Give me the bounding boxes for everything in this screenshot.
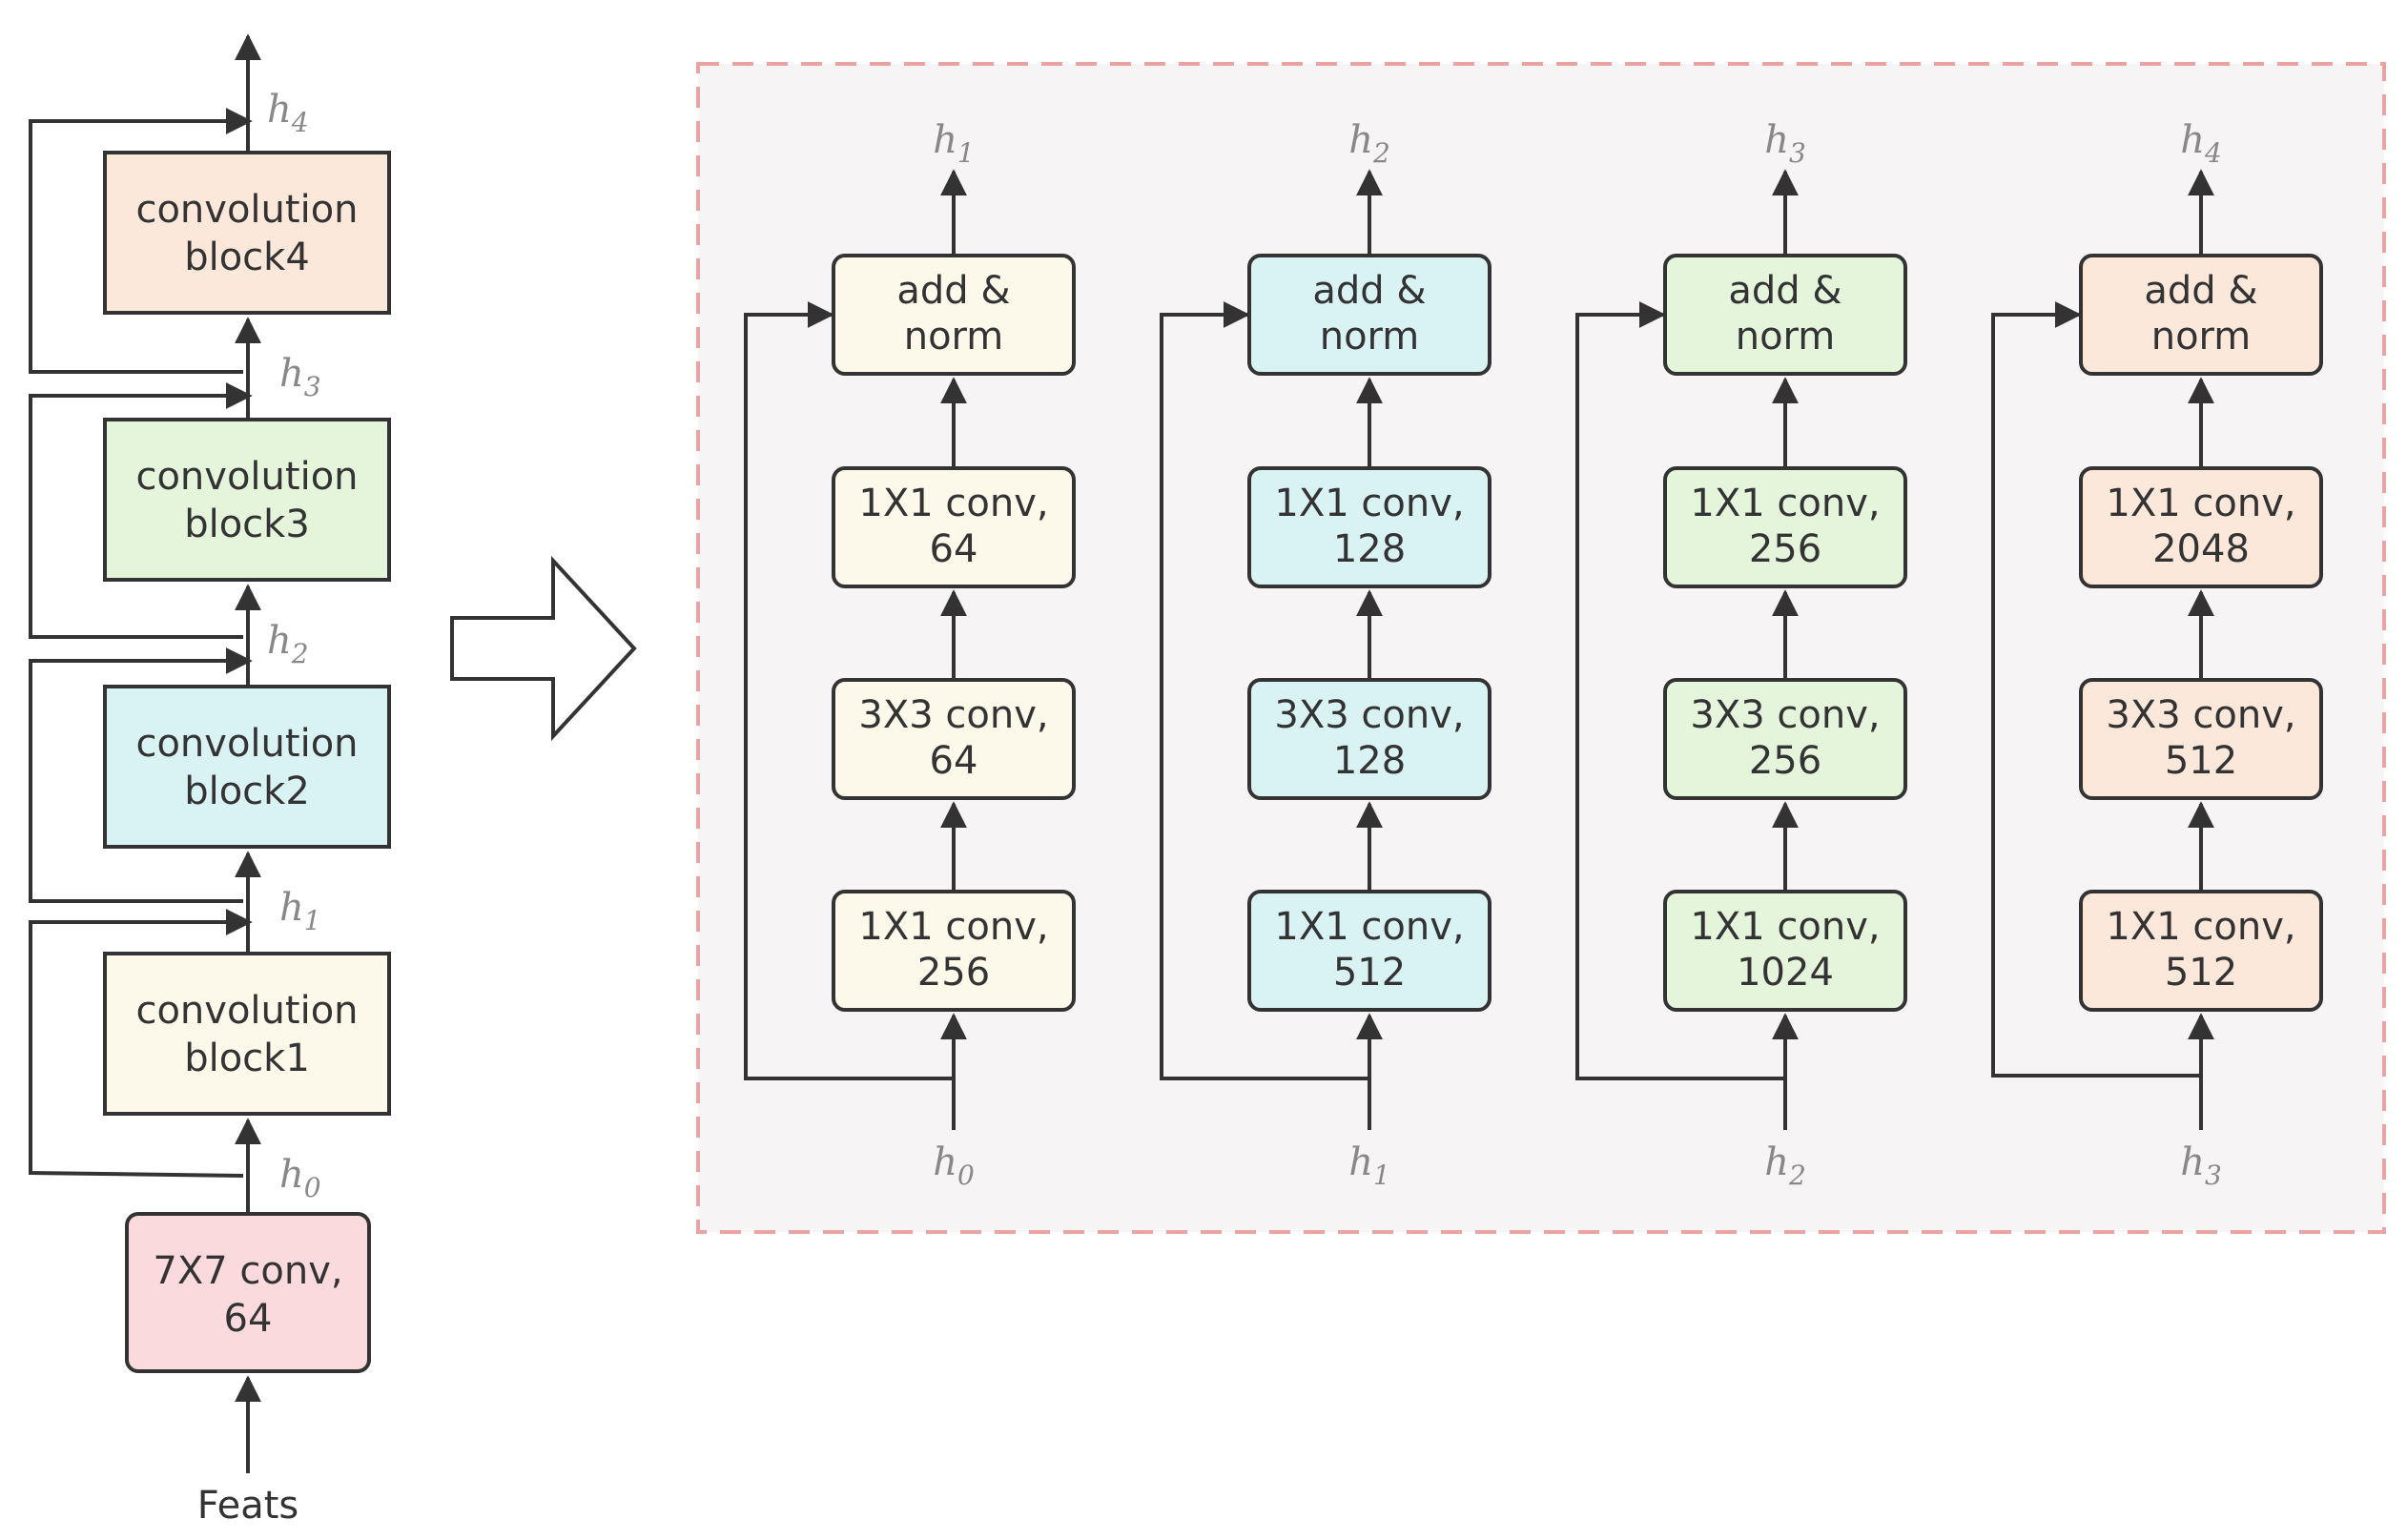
detail-column-2-box-3-line2: 128 xyxy=(1333,739,1406,783)
detail-column-1-box-2-line1: 1X1 conv, xyxy=(858,482,1048,525)
detail-column-4-box-3 xyxy=(2079,678,2323,800)
convolution-block-1-line2: block1 xyxy=(184,1037,310,1080)
detail-column-3-box-2 xyxy=(1663,466,1907,588)
detail-column-1-box-3 xyxy=(832,678,1076,800)
skip-connection-h1-h2 xyxy=(29,647,253,903)
skip-connection-h3-h4 xyxy=(29,108,253,374)
detail-panel-frame xyxy=(696,62,2386,1234)
detail-column-4-box-1 xyxy=(2079,254,2323,376)
detail-column-3-box-1-line2: norm xyxy=(1736,315,1836,359)
detail-column-3-box-3-line2: 256 xyxy=(1749,739,1821,783)
detail-column-3-box-4-line1: 1X1 conv, xyxy=(1690,905,1880,949)
detail-column-4-box-3-line2: 512 xyxy=(2165,739,2237,783)
convolution-block-3-line2: block3 xyxy=(184,503,310,546)
detail-column-3-residual-loop xyxy=(1575,301,1785,1080)
detail-column-4-box-3-line1: 3X3 conv, xyxy=(2106,693,2295,737)
convolution-block-1-line1: convolution xyxy=(135,989,358,1033)
convolution-block-2-line2: block2 xyxy=(184,770,310,813)
detail-column-3-box-1 xyxy=(1663,254,1907,376)
skip-connection-h2-h3 xyxy=(29,382,253,639)
detail-column-3-box-3-line1: 3X3 conv, xyxy=(1690,693,1880,737)
detail-column-4-box-4 xyxy=(2079,890,2323,1012)
detail-column-1-box-4-line2: 256 xyxy=(917,951,990,995)
detail-column-2-box-4-line1: 1X1 conv, xyxy=(1274,905,1464,949)
h-label-3: h3 xyxy=(279,352,321,402)
h-label-2: h2 xyxy=(267,619,309,669)
detail-column-1-box-2-line2: 64 xyxy=(930,527,978,571)
detail-column-4-input-label: h3 xyxy=(2180,1140,2222,1191)
detail-column-3-box-3 xyxy=(1663,678,1907,800)
detail-column-3-box-1-line1: add & xyxy=(1728,269,1841,313)
detail-column-2-box-1 xyxy=(1247,254,1492,376)
detail-column-1-input-label: h0 xyxy=(933,1140,975,1191)
detail-column-2-box-3 xyxy=(1247,678,1492,800)
skip-connection-h0-h1 xyxy=(29,909,253,1178)
convolution-block-4-line2: block4 xyxy=(184,236,310,279)
detail-column-2-input-label: h1 xyxy=(1348,1140,1390,1191)
h-label-1: h1 xyxy=(279,886,321,936)
input-label: Feats xyxy=(197,1484,298,1528)
detail-column-1-box-2 xyxy=(832,466,1076,588)
detail-column-4-box-4-line1: 1X1 conv, xyxy=(2106,905,2295,949)
detail-column-4-box-1-line2: norm xyxy=(2151,315,2252,359)
convolution-block-2-box xyxy=(103,685,391,849)
detail-column-1-box-1-line2: norm xyxy=(904,315,1004,359)
detail-column-4-residual-loop xyxy=(1991,301,2201,1078)
detail-column-4-box-4-line2: 512 xyxy=(2165,951,2237,995)
detail-column-4-box-2 xyxy=(2079,466,2323,588)
h-label-0: h0 xyxy=(279,1153,321,1203)
convolution-block-3-line1: convolution xyxy=(135,455,358,499)
detail-column-2-box-1-line2: norm xyxy=(1320,315,1420,359)
stem-block: 7X7 conv, 64 xyxy=(125,1212,371,1373)
detail-column-1-box-4-line1: 1X1 conv, xyxy=(858,905,1048,949)
convolution-block-2: convolution block2 xyxy=(103,685,391,849)
detail-column-3-box-2-line1: 1X1 conv, xyxy=(1690,482,1880,525)
convolution-block-1-box xyxy=(103,952,391,1116)
detail-column-1-box-3-line2: 64 xyxy=(930,739,978,783)
detail-column-3-box-2-line2: 256 xyxy=(1749,527,1821,571)
detail-column-2-box-4 xyxy=(1247,890,1492,1012)
detail-column-3-box-4 xyxy=(1663,890,1907,1012)
detail-column-1-box-1-line1: add & xyxy=(896,269,1010,313)
h-label-4: h4 xyxy=(267,88,309,138)
detail-column-1-box-3-line1: 3X3 conv, xyxy=(858,693,1048,737)
convolution-block-2-line1: convolution xyxy=(135,722,358,766)
hollow-right-arrow-icon xyxy=(450,555,637,742)
detail-column-2-box-2-line1: 1X1 conv, xyxy=(1274,482,1464,525)
convolution-block-4: convolution block4 xyxy=(103,151,391,315)
detail-column-4-box-1-line1: add & xyxy=(2144,269,2257,313)
convolution-block-4-box xyxy=(103,151,391,315)
detail-column-2-output-label: h2 xyxy=(1348,118,1390,169)
detail-column-1-residual-loop xyxy=(744,301,954,1080)
convolution-block-4-line1: convolution xyxy=(135,188,358,232)
detail-column-2-residual-loop xyxy=(1160,301,1369,1080)
detail-column-3-output-label: h3 xyxy=(1764,118,1806,169)
stem-block-line1: 7X7 conv, xyxy=(153,1249,342,1293)
detail-column-2-box-4-line2: 512 xyxy=(1333,951,1406,995)
detail-column-2-box-2 xyxy=(1247,466,1492,588)
convolution-block-3: convolution block3 xyxy=(103,418,391,582)
stem-block-line2: 64 xyxy=(224,1297,273,1341)
convolution-block-3-box xyxy=(103,418,391,582)
detail-column-4-box-2-line2: 2048 xyxy=(2152,527,2250,571)
detail-column-3-box-4-line2: 1024 xyxy=(1737,951,1834,995)
left-chain: Feats 7X7 conv, 64 convolution block1 co… xyxy=(29,33,391,1528)
detail-column-2-box-2-line2: 128 xyxy=(1333,527,1406,571)
detail-column-1-output-label: h1 xyxy=(933,118,975,169)
convolution-block-1: convolution block1 xyxy=(103,952,391,1116)
detail-column-4-box-2-line1: 1X1 conv, xyxy=(2106,482,2295,525)
detail-column-4-output-label: h4 xyxy=(2180,118,2222,169)
detail-column-2-box-1-line1: add & xyxy=(1312,269,1426,313)
detail-column-3-input-label: h2 xyxy=(1764,1140,1806,1191)
detail-column-1-box-4 xyxy=(832,890,1076,1012)
detail-column-2-box-3-line1: 3X3 conv, xyxy=(1274,693,1464,737)
detail-column-1-box-1 xyxy=(832,254,1076,376)
